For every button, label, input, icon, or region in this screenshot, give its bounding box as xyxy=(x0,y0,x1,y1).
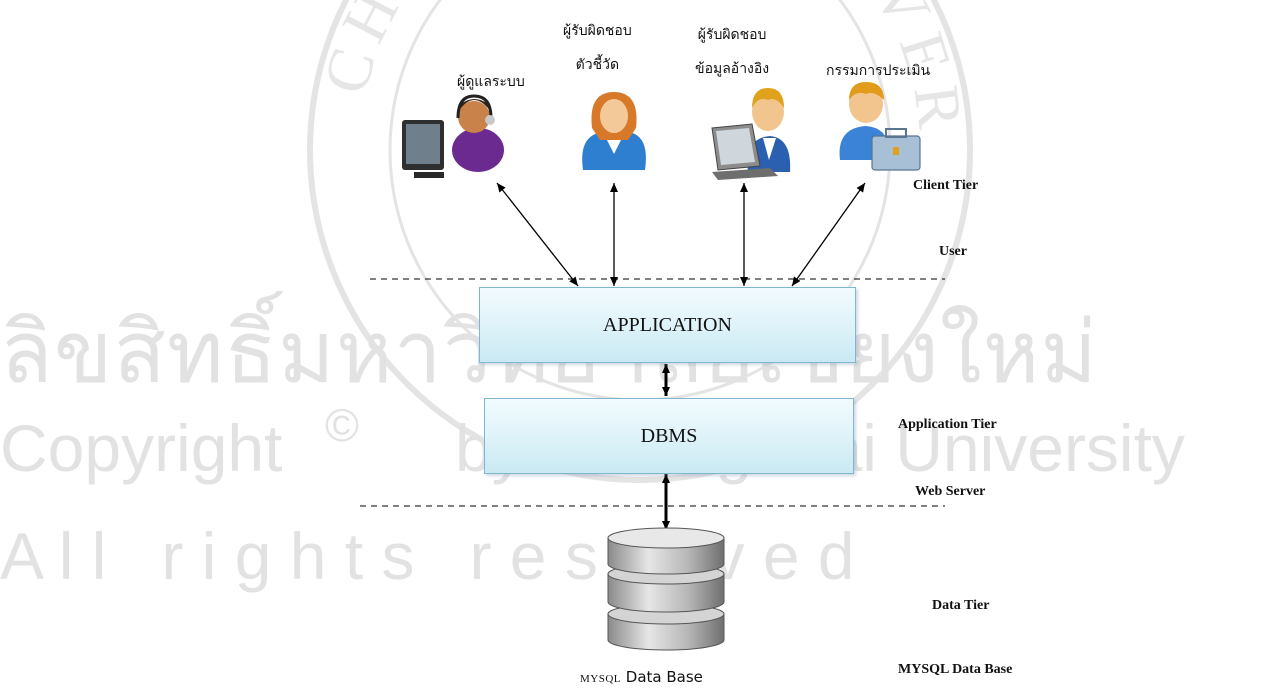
user-label-committee: กรรมการประเมิน xyxy=(826,60,930,82)
user-label-line: ผู้รับผิดชอบ xyxy=(697,27,767,43)
woman-user-icon xyxy=(582,92,646,170)
user-label-reference-owner: ผู้รับผิดชอบ ข้อมูลอ้างอิง xyxy=(695,18,769,86)
user-label-line: ตัวชี้วัด xyxy=(575,57,620,73)
man-laptop-icon xyxy=(711,88,791,180)
database-cylinder-icon xyxy=(607,527,725,651)
user-label-line: ผู้ดูแลระบบ xyxy=(457,74,525,90)
copyright-symbol-icon: © xyxy=(325,399,359,451)
watermark-copyright-left: Copyright xyxy=(0,411,283,485)
user-label-line: ผู้รับผิดชอบ xyxy=(563,23,632,39)
admin-headset-computer-icon xyxy=(402,94,504,178)
data-tier-label: Data Tier xyxy=(932,598,990,613)
user-label: User xyxy=(939,244,967,259)
user-label-admin: ผู้ดูแลระบบ xyxy=(457,71,525,93)
dbms-box: DBMS xyxy=(484,398,854,474)
mysql-database-label: MYSQL Data Base xyxy=(898,662,1013,677)
application-box: APPLICATION xyxy=(479,287,856,363)
arrow-committee-application xyxy=(791,182,866,287)
application-tier-label: Application Tier xyxy=(898,417,997,432)
client-tier-label: Client Tier xyxy=(913,178,979,193)
arrow-admin-application xyxy=(496,182,579,287)
database-caption-suffix: Data Base xyxy=(621,668,703,686)
web-server-label: Web Server xyxy=(915,484,986,499)
businessman-briefcase-icon xyxy=(839,82,921,171)
database-caption-prefix: MYSQL xyxy=(580,673,622,685)
user-label-line: กรรมการประเมิน xyxy=(826,63,931,79)
user-label-line: ข้อมูลอ้างอิง xyxy=(695,61,770,77)
user-label-indicator-owner: ผู้รับผิดชอบ ตัวชี้วัด xyxy=(563,14,632,82)
database-caption: MYSQL Data Base xyxy=(580,668,703,686)
